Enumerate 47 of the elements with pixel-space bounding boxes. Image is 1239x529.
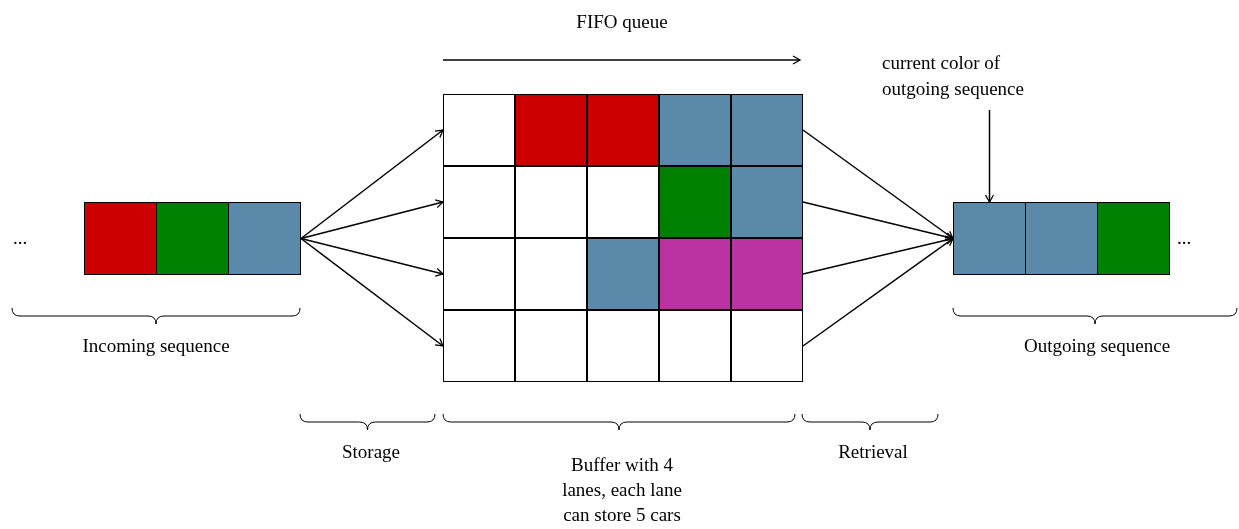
car-square	[587, 94, 659, 166]
arrow	[300, 237, 444, 347]
annotation-text: current color of outgoing sequence	[882, 50, 1060, 102]
section-label: Retrieval	[837, 440, 909, 464]
car-square	[587, 238, 659, 310]
car-square	[659, 94, 731, 166]
car-square	[1097, 202, 1170, 275]
buffer-lane	[443, 166, 803, 238]
buffer-lane	[443, 238, 803, 310]
car-square	[1025, 202, 1098, 275]
car-square	[659, 166, 731, 238]
section-label: Incoming sequence	[81, 334, 231, 358]
section-label: Storage	[340, 440, 401, 464]
arrow	[802, 129, 954, 240]
section-label: Buffer with 4 lanes, each lane can store 5 cars	[561, 453, 683, 527]
buffer-lane	[443, 94, 803, 166]
car-square	[731, 166, 803, 238]
car-square	[587, 166, 659, 238]
car-square	[84, 202, 157, 275]
car-square	[156, 202, 229, 275]
car-square	[587, 310, 659, 382]
arrow	[300, 129, 444, 240]
arrow	[300, 237, 444, 277]
ellipsis-text: ...	[11, 226, 29, 250]
arrow	[300, 199, 444, 240]
car-square	[731, 94, 803, 166]
arrow	[802, 237, 954, 347]
queue-label: FIFO queue	[575, 10, 669, 34]
arrow	[984, 109, 995, 203]
car-square	[228, 202, 301, 275]
car-square	[515, 166, 587, 238]
car-square	[443, 310, 515, 382]
car-square	[515, 94, 587, 166]
section-label: Outgoing sequence	[1022, 334, 1172, 358]
car-square	[443, 94, 515, 166]
car-square	[515, 238, 587, 310]
car-square	[659, 238, 731, 310]
car-square	[443, 166, 515, 238]
ellipsis-text: ...	[1175, 226, 1193, 250]
buffer-lane	[443, 310, 803, 382]
car-square	[953, 202, 1026, 275]
arrow	[802, 235, 954, 275]
car-square	[659, 310, 731, 382]
car-square	[731, 238, 803, 310]
car-square	[731, 310, 803, 382]
car-square	[443, 238, 515, 310]
car-square	[515, 310, 587, 382]
